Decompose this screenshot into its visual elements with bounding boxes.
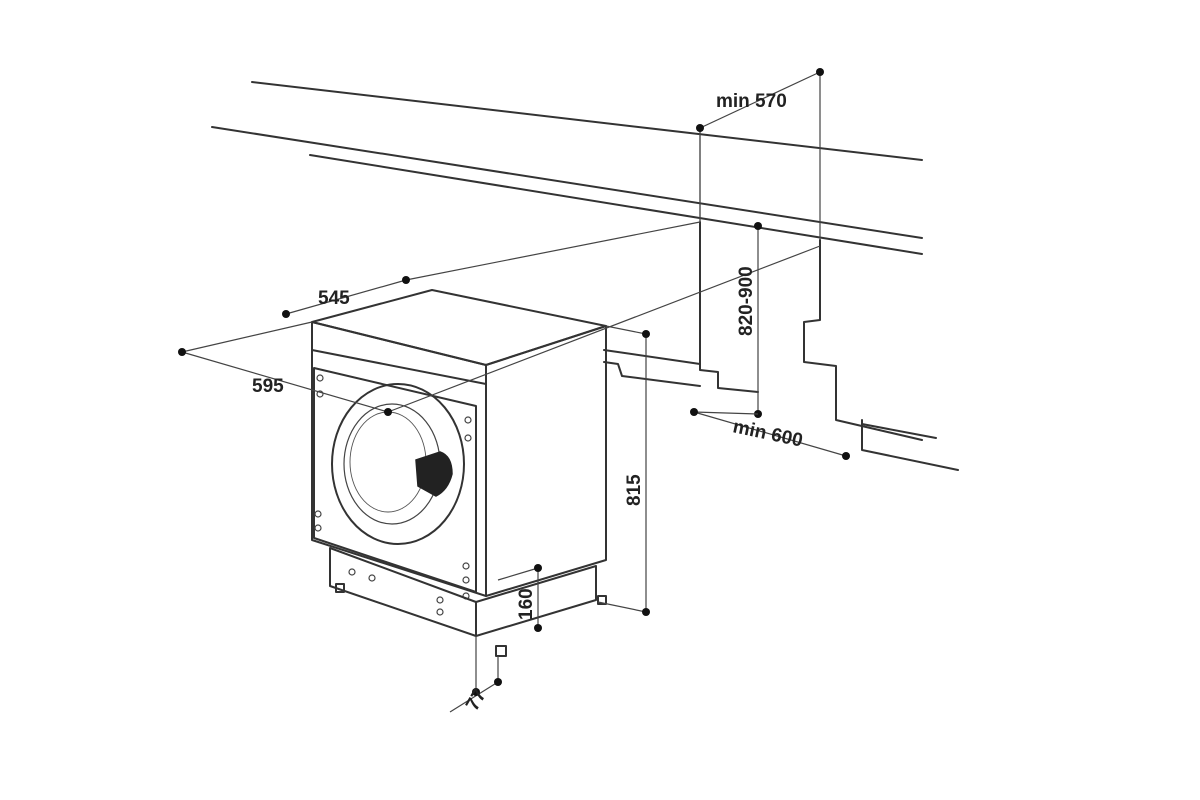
door-handle	[415, 451, 453, 497]
washing-machine	[311, 289, 607, 657]
worktop	[211, 72, 923, 255]
label-min-570: min 570	[716, 91, 787, 112]
label-545: 545	[318, 288, 350, 309]
label-160: 160	[516, 588, 537, 620]
panel-screws	[314, 374, 472, 600]
label-77: 77	[462, 686, 491, 715]
cabinet-niche	[603, 221, 959, 471]
label-min-600: min 600	[731, 416, 805, 451]
machine-feet	[335, 583, 607, 657]
label-815: 815	[624, 474, 645, 506]
plinth	[329, 547, 597, 637]
label-820-900: 820-900	[736, 266, 757, 336]
dimension-lines	[178, 68, 850, 713]
label-595: 595	[252, 376, 284, 397]
dimension-labels: min 570 820-900 545 595 min 600 815 160 …	[252, 91, 805, 715]
